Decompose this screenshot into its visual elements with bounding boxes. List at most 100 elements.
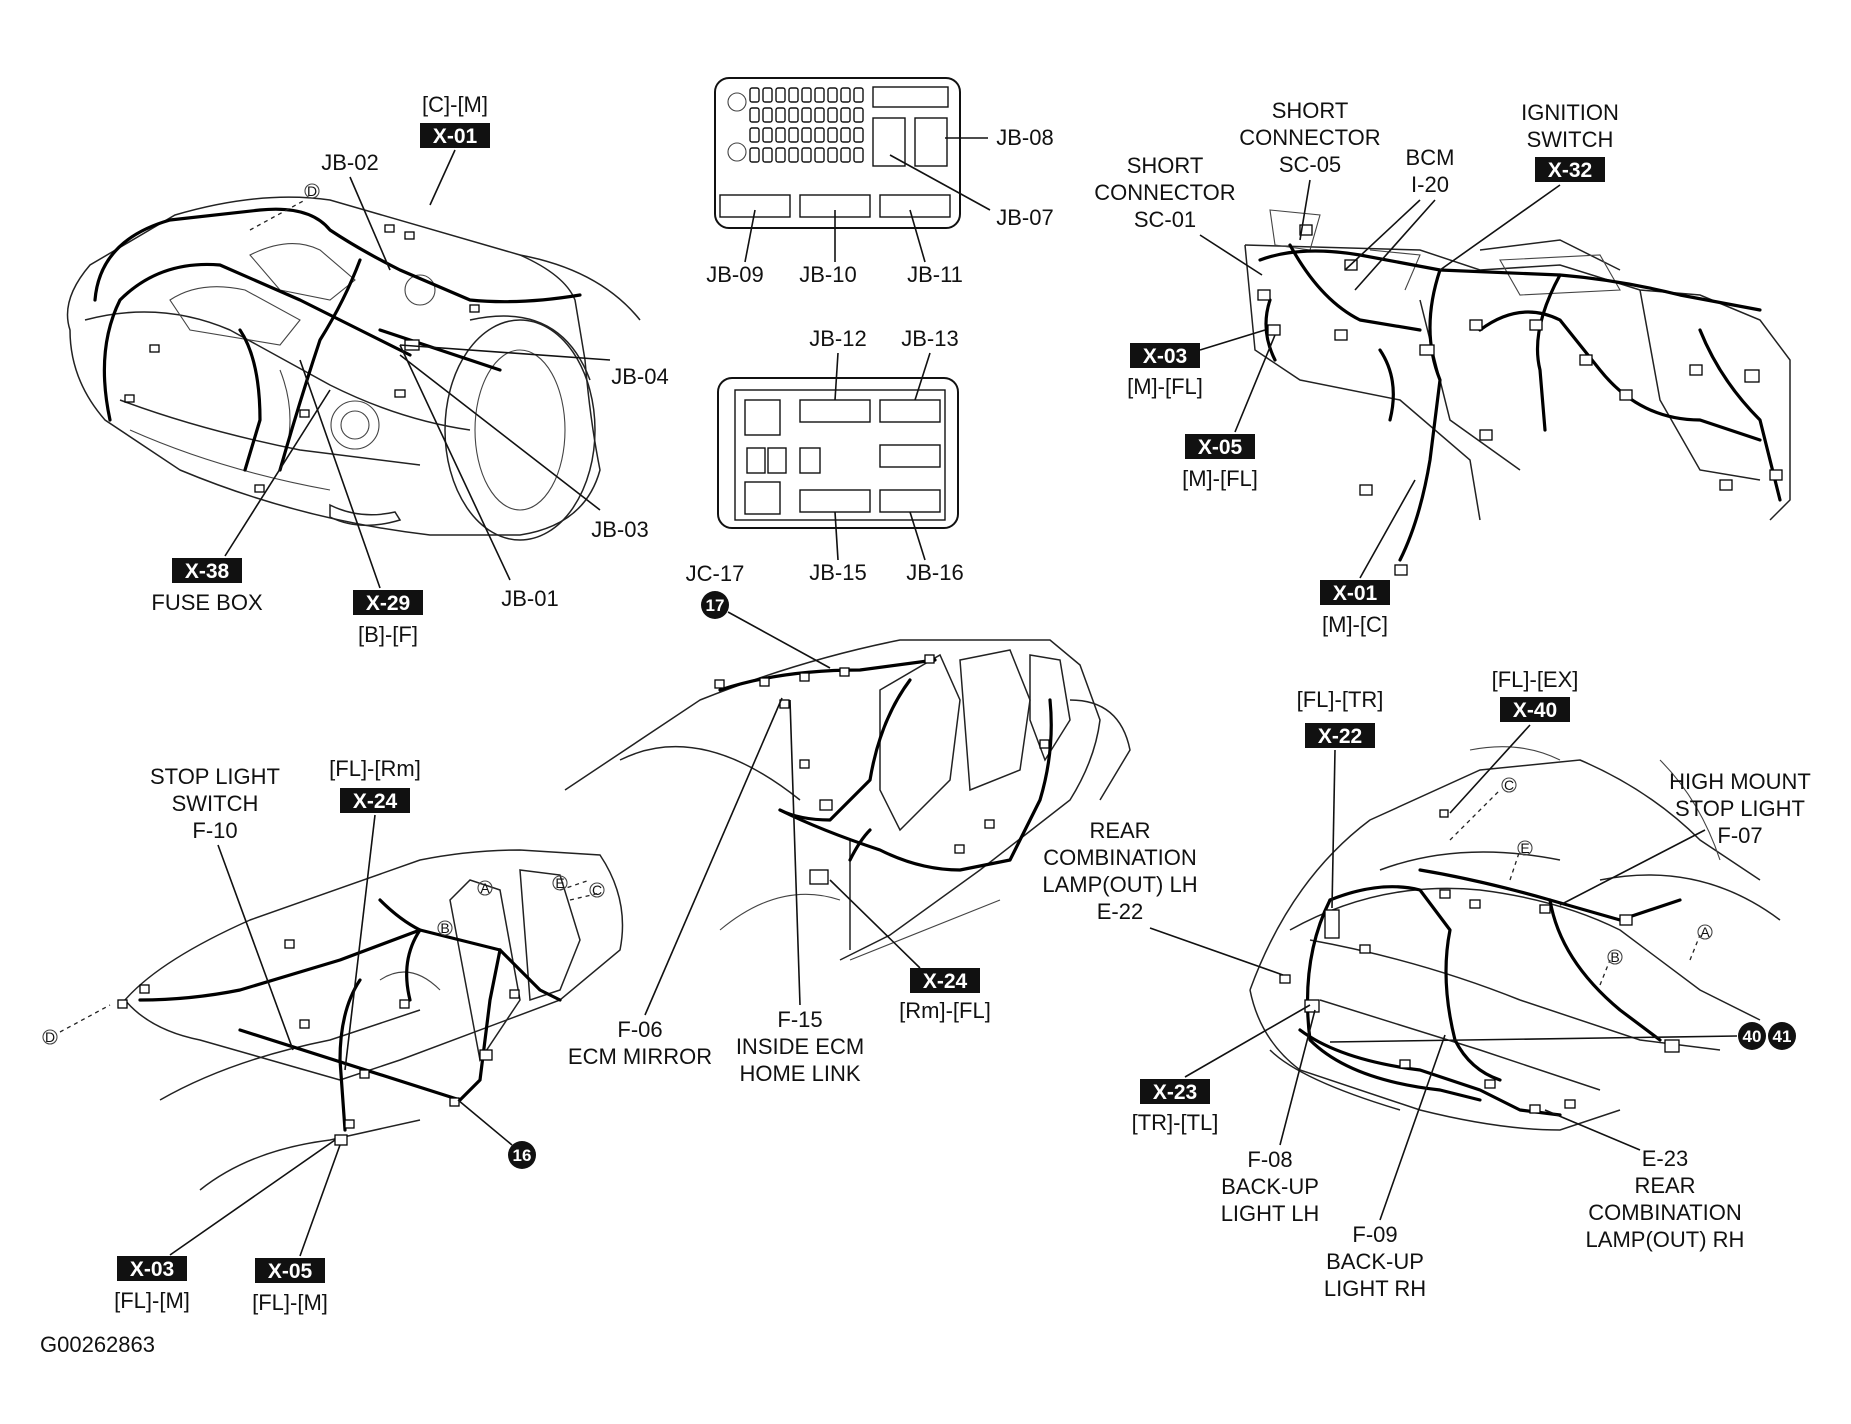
ip-x05-route: [M]-[FL]	[1182, 466, 1258, 491]
ignition-switch-line2: SWITCH	[1527, 127, 1614, 152]
fuse-slot	[840, 127, 851, 143]
e23-line2: REAR	[1634, 1173, 1695, 1198]
floor-ref-c: C	[589, 882, 605, 898]
jb09-label: JB-09	[706, 262, 763, 287]
f08-line3: LIGHT LH	[1221, 1201, 1320, 1226]
fuse-slot	[827, 107, 838, 123]
jb04-label: JB-04	[611, 364, 668, 389]
svg-text:X-40: X-40	[1513, 699, 1557, 722]
rear-view	[1249, 746, 1781, 1131]
fuse-slot	[775, 87, 786, 103]
rear-combo-lh-line3: LAMP(OUT) LH	[1042, 872, 1197, 897]
fuse-slot	[762, 127, 773, 143]
short-connector-05-line2: CONNECTOR	[1239, 125, 1380, 150]
fuse-slot	[814, 147, 825, 163]
roof-view	[564, 639, 1131, 961]
f06-name: ECM MIRROR	[568, 1044, 712, 1069]
short-connector-01-line2: CONNECTOR	[1094, 180, 1235, 205]
svg-text:X-22: X-22	[1318, 725, 1362, 748]
x32-tag: X-32	[1535, 157, 1605, 182]
svg-text:E: E	[1520, 840, 1529, 856]
floor-x05-route: [FL]-[M]	[252, 1290, 328, 1315]
engine-bay-view: D	[66, 183, 641, 541]
fuse-slot	[762, 87, 773, 103]
ip-x01-route: [M]-[C]	[1322, 612, 1388, 637]
fuse-slot	[775, 107, 786, 123]
bcm-line1: BCM	[1406, 145, 1455, 170]
rear-combo-lh-line1: REAR	[1089, 818, 1150, 843]
f09-line3: LIGHT RH	[1324, 1276, 1426, 1301]
svg-text:X-32: X-32	[1548, 159, 1592, 182]
document-id: G00262863	[40, 1332, 155, 1357]
x40-route: [FL]-[EX]	[1492, 667, 1579, 692]
svg-text:A: A	[1700, 924, 1710, 940]
junction-block-upper	[714, 77, 961, 229]
fuse-slot	[762, 107, 773, 123]
floor-ref-a: A	[477, 880, 493, 896]
floor-view	[59, 849, 624, 1191]
high-mount-code: F-07	[1717, 823, 1762, 848]
stop-light-switch-code: F-10	[192, 818, 237, 843]
fuse-slot	[788, 127, 799, 143]
e23-line4: LAMP(OUT) RH	[1586, 1227, 1745, 1252]
svg-text:X-24: X-24	[923, 970, 968, 993]
roof-x24-route: [Rm]-[FL]	[899, 998, 991, 1023]
high-mount-line1: HIGH MOUNT	[1669, 769, 1811, 794]
jc17-label: JC-17	[686, 561, 745, 586]
ip-x05-tag: X-05	[1185, 434, 1255, 459]
stop-light-switch-line1: STOP LIGHT	[150, 764, 280, 789]
floor-x03-tag: X-03	[117, 1256, 187, 1281]
x23-route: [TR]-[TL]	[1132, 1110, 1219, 1135]
fuse-slot	[827, 147, 838, 163]
svg-text:X-23: X-23	[1153, 1081, 1197, 1104]
rear-ref-b: B	[1607, 949, 1623, 965]
fuse-slot	[801, 107, 812, 123]
short-connector-05-line3: SC-05	[1279, 152, 1341, 177]
short-connector-05-line1: SHORT	[1272, 98, 1349, 123]
fuse-slot	[749, 87, 760, 103]
rear-combo-lh-line2: COMBINATION	[1043, 845, 1197, 870]
svg-text:16: 16	[513, 1146, 532, 1165]
jb02-label: JB-02	[321, 150, 378, 175]
jb13-label: JB-13	[901, 326, 958, 351]
fuse-slot	[814, 127, 825, 143]
svg-text:X-01: X-01	[433, 125, 478, 148]
f15-name-line2: HOME LINK	[739, 1061, 860, 1086]
svg-text:A: A	[480, 880, 490, 896]
svg-text:17: 17	[706, 596, 725, 615]
jb16-label: JB-16	[906, 560, 963, 585]
fuse-slot	[749, 127, 760, 143]
instrument-panel-view	[1244, 209, 1791, 576]
floor-x24-tag: X-24	[340, 788, 410, 813]
f15-name-line1: INSIDE ECM	[736, 1034, 864, 1059]
fuse-slot	[853, 147, 864, 163]
ignition-switch-line1: IGNITION	[1521, 100, 1619, 125]
fuse-slot	[801, 87, 812, 103]
fuse-slot	[749, 147, 760, 163]
x22-route: [FL]-[TR]	[1297, 687, 1384, 712]
bcm-line2: I-20	[1411, 172, 1449, 197]
rear-ref-a: A	[1697, 924, 1713, 940]
floor-ref-d: D	[42, 1029, 58, 1045]
jb07-label: JB-07	[996, 205, 1053, 230]
fuse-slot	[853, 107, 864, 123]
svg-text:B: B	[440, 920, 449, 936]
fuse-slot	[827, 127, 838, 143]
floor-ref-b: B	[437, 920, 453, 936]
svg-text:X-03: X-03	[1143, 345, 1187, 368]
svg-text:41: 41	[1773, 1027, 1792, 1046]
jb12-label: JB-12	[809, 326, 866, 351]
jb03-label: JB-03	[591, 517, 648, 542]
f09-code: F-09	[1352, 1222, 1397, 1247]
stop-light-switch-line2: SWITCH	[172, 791, 259, 816]
x38-tag: X-38	[172, 558, 242, 583]
fuse-slot	[853, 87, 864, 103]
jb15-label: JB-15	[809, 560, 866, 585]
roof-x24-tag: X-24	[910, 968, 980, 993]
svg-text:X-29: X-29	[366, 592, 410, 615]
svg-text:X-03: X-03	[130, 1258, 174, 1281]
x29-tag: X-29	[353, 590, 423, 615]
fuse-slot	[840, 107, 851, 123]
fuse-slot	[853, 127, 864, 143]
